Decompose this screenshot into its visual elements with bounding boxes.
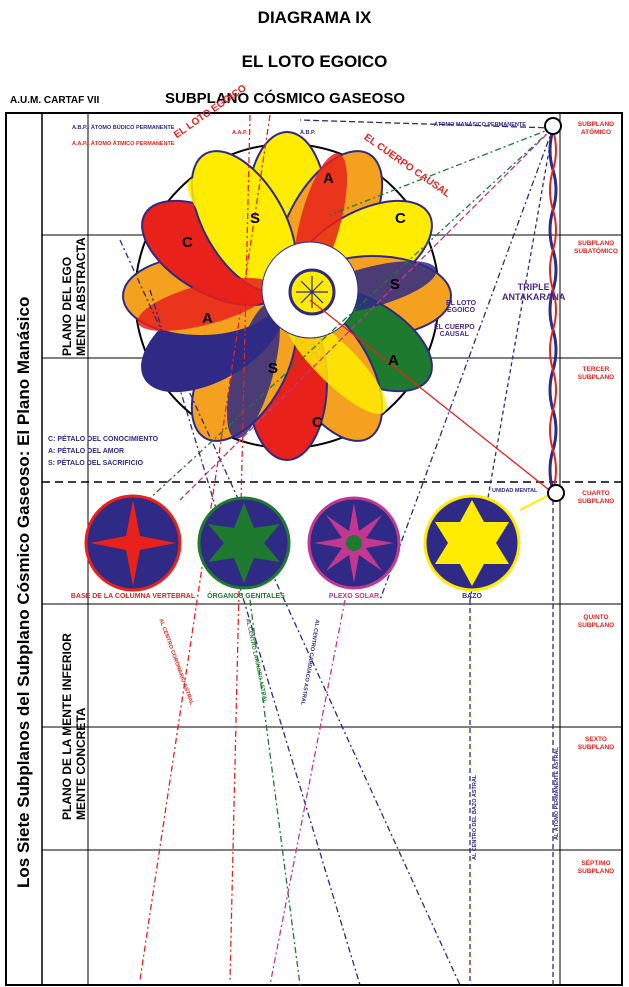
center-name-base: BASE DE LA COLUMNA VERTEBRAL xyxy=(70,593,196,600)
center-solar-disc xyxy=(307,496,401,590)
center-name-solar: PLEXO SOLAR xyxy=(328,593,380,600)
petal-letter: A xyxy=(388,352,399,369)
aap-label: A.A.P.: ÁTOMO ÁTMICO PERMANENTE xyxy=(72,141,175,147)
outer-frame xyxy=(5,112,623,986)
center-genital-disc xyxy=(197,496,291,590)
petal-letter: S xyxy=(250,210,261,227)
center-coronary-disc xyxy=(84,494,182,592)
cosmic-subplane-header: SUBPLANO CÓSMICO GASEOSO xyxy=(165,90,406,107)
petal-letter: S xyxy=(268,360,279,377)
diagram-subtitle: EL LOTO EGOICO xyxy=(241,52,388,71)
diagram-title: DIAGRAMA IX xyxy=(257,8,372,27)
legend-sacrifice: S: PÉTALO DEL SACRIFICIO xyxy=(48,460,144,467)
aap-short-label: A.A.P. xyxy=(232,130,248,136)
manasic-atom-label: ÁTOMO MANÁSICO PERMANENTE xyxy=(434,122,526,128)
source-label: A.U.M. CARTAF VII xyxy=(10,95,100,106)
petal-letter: A xyxy=(202,310,213,327)
center-spleen-disc xyxy=(423,494,521,592)
petal-letter: A xyxy=(323,170,334,187)
center-name-genital: ÓRGANOS GENITALES xyxy=(207,593,285,600)
manasic-atom xyxy=(544,117,562,135)
petal-letter: C xyxy=(395,210,406,227)
astral-spleen-label: AL CENTRO DEL BAZO ASTRAL xyxy=(472,774,478,860)
abp-short-label: A.B.P. xyxy=(300,130,316,136)
mental-unit-label: UNIDAD MENTAL xyxy=(492,488,538,494)
abp-label: A.B.P.: ÁTOMO BÚDICO PERMANENTE xyxy=(72,125,175,131)
mental-unit xyxy=(547,484,565,502)
connection-lines xyxy=(119,114,554,986)
petal-letter: C xyxy=(182,234,193,251)
seven-subplanes-title: Los Siete Subplanos del Subplano Cósmico… xyxy=(14,296,33,888)
astral-permanent-label: AL ÁTOMO PERMANENTE ASTRAL xyxy=(554,747,560,840)
petal-letter: S xyxy=(390,276,401,293)
antakarana-cord xyxy=(548,129,558,491)
legend-love: A: PÉTALO DEL AMOR xyxy=(48,448,125,455)
legend-knowledge: C: PÉTALO DEL CONOCIMIENTO xyxy=(48,436,159,443)
jewel-rays xyxy=(296,276,328,308)
petal-letter: C xyxy=(312,414,323,431)
center-name-spleen: BAZO xyxy=(462,593,482,600)
